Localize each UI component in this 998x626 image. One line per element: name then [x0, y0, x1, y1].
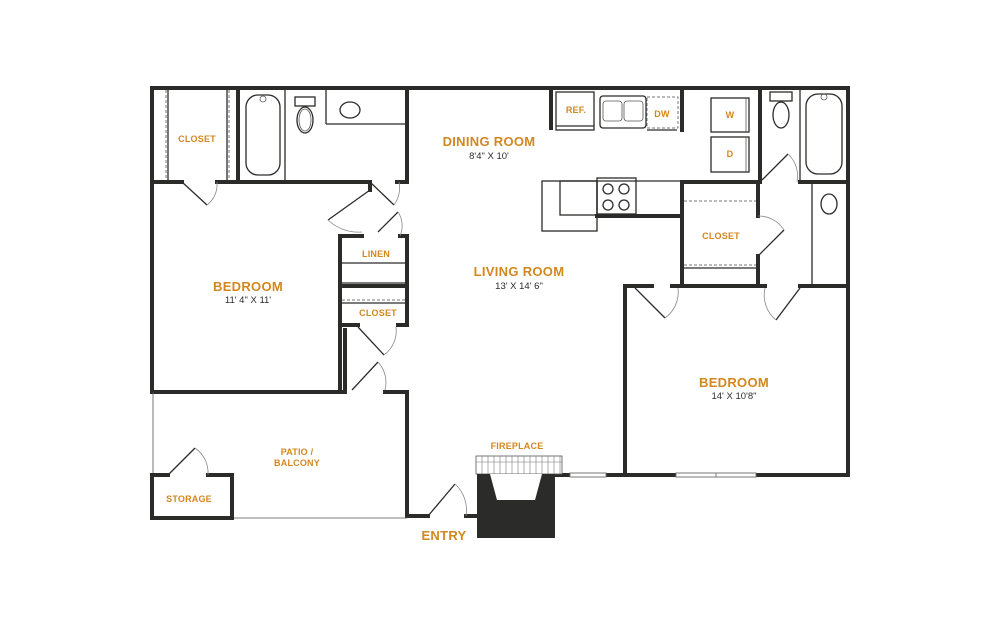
bathtub-icon — [245, 94, 281, 176]
kitchen-sink-icon — [599, 95, 647, 129]
washer-label: W — [726, 110, 735, 120]
patio-label-line2: BALCONY — [274, 458, 320, 468]
bedroom-west-dims: 11' 4" X 11' — [225, 295, 271, 306]
living-room-label: LIVING ROOM — [474, 264, 565, 279]
dining-room-dims: 8'4" X 10' — [469, 151, 509, 162]
patio-label-line1: PATIO / — [281, 447, 314, 457]
dining-room-label: DINING ROOM — [443, 134, 536, 149]
dishwasher-label: DW — [654, 109, 670, 119]
sink-icon — [339, 101, 361, 119]
laundry — [680, 86, 762, 284]
toilet-icon — [772, 101, 790, 129]
storage-label: STORAGE — [166, 494, 212, 504]
bedroom-east-doors — [634, 287, 801, 321]
dryer-label: D — [727, 149, 734, 159]
bathroom-east — [761, 90, 850, 284]
closet-east-label: CLOSET — [702, 231, 740, 241]
bathtub-icon — [805, 93, 843, 175]
bedroom-east-dims: 14' X 10'8" — [711, 391, 756, 402]
faucet-icon — [259, 95, 267, 103]
patio-railing — [152, 392, 407, 519]
closet-nw-label: CLOSET — [178, 134, 216, 144]
window — [569, 472, 607, 478]
kitchen — [541, 86, 684, 232]
living-room-dims: 13' X 14' 6" — [495, 281, 543, 292]
washer — [710, 97, 750, 133]
toilet-tank-icon — [769, 91, 793, 102]
bedroom-east-label: BEDROOM — [699, 375, 769, 390]
bedroom-west-walls — [327, 180, 409, 394]
nw-closet — [150, 90, 372, 206]
fireplace — [475, 455, 563, 538]
toilet-icon — [296, 106, 314, 134]
linen-label: LINEN — [362, 249, 390, 259]
dishwasher — [646, 96, 679, 129]
refrigerator-label: REF. — [566, 105, 586, 115]
dryer — [710, 136, 750, 173]
closet-hall-label: CLOSET — [359, 308, 397, 318]
storage-walls — [150, 447, 234, 520]
window — [675, 472, 717, 478]
bedroom-west-label: BEDROOM — [213, 279, 283, 294]
entry-door — [427, 483, 467, 517]
fireplace-label: FIREPLACE — [491, 441, 544, 451]
entry-label: ENTRY — [421, 528, 466, 543]
toilet-tank-icon — [294, 96, 316, 107]
range-stove-icon — [596, 177, 637, 215]
bathroom-west — [236, 86, 409, 206]
refrigerator — [555, 91, 595, 131]
exterior-walls — [150, 86, 850, 518]
window — [715, 472, 757, 478]
sink-icon — [820, 193, 838, 215]
east-closet — [633, 180, 850, 288]
